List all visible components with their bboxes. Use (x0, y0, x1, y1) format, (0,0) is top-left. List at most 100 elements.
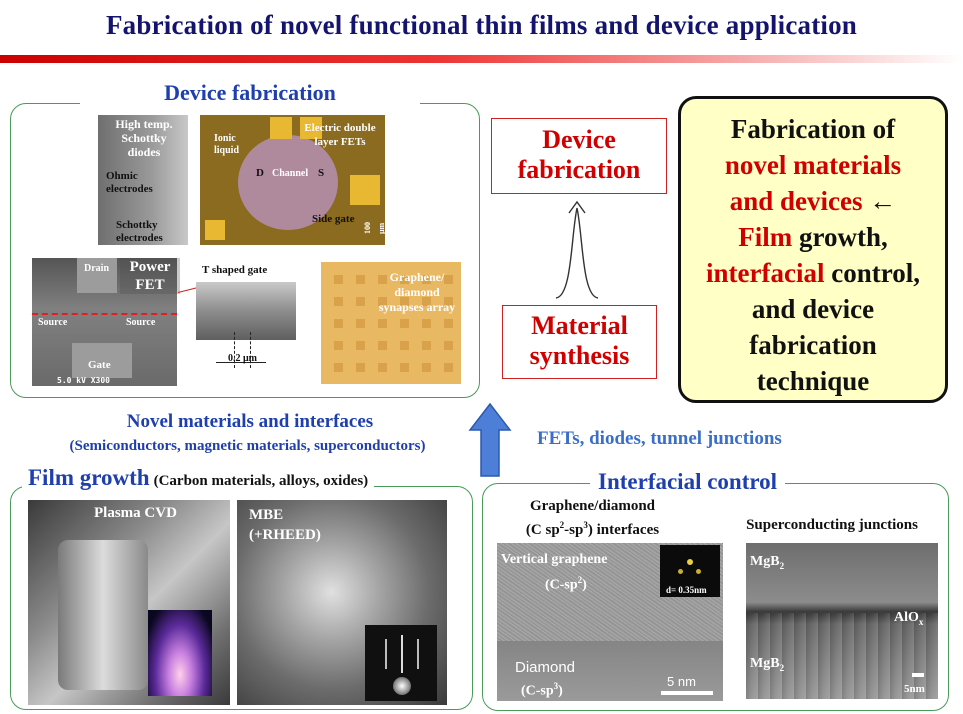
source-right-label: Source (126, 317, 156, 328)
v2b: 2 (577, 575, 583, 585)
graphene-tem-photo: Vertical graphene (C-sp2) d= 0.35nm Diam… (497, 543, 723, 701)
power-fet-sem-photo: Drain Source Source Gate 5.0 kV X300 (32, 258, 177, 386)
grain-texture (746, 613, 938, 699)
side-gate-label: Side gate (312, 213, 355, 225)
cut-line (32, 313, 177, 315)
summary-line-4: Film growth, (681, 219, 945, 255)
title-underline (0, 55, 963, 63)
drain-label: Drain (84, 263, 109, 274)
summary-line-2: novel materials (724, 150, 902, 180)
superconducting-tem-photo: MgB2 AlOx MgB2 5nm (746, 543, 938, 699)
source-s-label: S (318, 167, 325, 179)
gt-b: 2 (559, 520, 565, 530)
superconducting-title: Superconducting junctions (746, 517, 918, 533)
ionic-liquid-label: Ionic liquid (214, 133, 240, 156)
gt-a: (C sp (525, 522, 560, 538)
gate-label: Gate (88, 359, 111, 371)
novel-materials-text: Novel materials and interfaces (126, 411, 374, 432)
device-fabrication-header: Device fabrication (80, 79, 420, 107)
diffraction-spot (696, 569, 701, 574)
source-left-label: Source (38, 317, 68, 328)
film-growth-sub: (Carbon materials, alloys, oxides) (153, 473, 369, 489)
page-title: Fabrication of novel functional thin fil… (105, 10, 858, 40)
dim-arrow (216, 362, 266, 363)
device-fabrication-box: Device fabrication (491, 118, 667, 194)
rheed-spot (393, 677, 411, 695)
sem-info-label: 5.0 kV X300 (57, 376, 110, 385)
gt-e: ) interfaces (587, 522, 660, 538)
peak-arrow-icon (555, 200, 599, 299)
plasma-cvd-photo: Plasma CVD (28, 500, 230, 705)
graphene-interfaces-title: (C sp2-sp3) interfaces (495, 516, 690, 539)
graphene-diamond-title: Graphene/diamond (529, 498, 656, 514)
d2a: (C-sp (521, 683, 554, 699)
up-arrow-icon (468, 402, 512, 477)
t-gate-figure: T shaped gate 0.2 μm (196, 262, 304, 382)
schottky-diode-label: High temp. Schottky diodes (115, 117, 173, 159)
csp3-label: (C-sp3) (521, 679, 563, 699)
synapse-array-label: Graphene/ diamond synapses array (378, 270, 456, 314)
ionic-liquid-droplet (238, 135, 338, 230)
cvd-chamber (58, 540, 148, 690)
material-classes-text: (Semiconductors, magnetic materials, sup… (69, 438, 426, 454)
t-gate-scale: 0.2 μm (228, 353, 257, 364)
gold-pad (300, 117, 322, 139)
rheed-label: (+RHEED) (249, 527, 321, 543)
mbe-photo: MBE (+RHEED) (237, 500, 447, 705)
mbe-label: MBE (249, 507, 284, 523)
plasma-glow-photo (148, 610, 212, 696)
t-gate-label: T shaped gate (202, 264, 268, 276)
ax-a: AlO (894, 610, 919, 625)
fets-diodes-text: FETs, diodes, tunnel junctions (537, 428, 782, 449)
scale-bar-1 (661, 691, 713, 695)
summary-line-8: technique (756, 366, 870, 396)
gold-pad (350, 175, 380, 205)
edl-scale-label: 100 μm (363, 222, 385, 234)
dim-line-left (234, 332, 235, 368)
material-synthesis-box: Material synthesis (502, 305, 657, 379)
scale-bar-2 (912, 673, 924, 677)
channel-label: Channel (272, 168, 309, 179)
scale-1-label: 5 nm (667, 674, 696, 689)
drain-region (77, 258, 117, 293)
mt-b: 2 (779, 560, 785, 571)
diamond-label: Diamond (515, 659, 576, 676)
alox-label: AlOx (894, 611, 923, 629)
summary-arrow: ← (862, 186, 897, 216)
csp2-label: (C-sp2) (545, 573, 587, 593)
summary-line-7: fabrication (749, 330, 877, 360)
diffraction-spot (687, 559, 693, 565)
mb-a: MgB (750, 656, 780, 671)
summary-growth: growth, (792, 222, 888, 252)
summary-interfacial: interfacial (706, 258, 825, 288)
plasma-cvd-label: Plasma CVD (94, 505, 177, 521)
synapse-array-photo: Graphene/ diamond synapses array (321, 262, 461, 384)
summary-line-6: and device (751, 294, 875, 324)
gate-region (72, 343, 132, 378)
d-spacing-label: d= 0.35nm (666, 585, 707, 595)
mgb2-top-label: MgB2 (750, 555, 784, 573)
mt-a: MgB (750, 554, 780, 569)
edl-fet-label: Electric double layer FETs (304, 122, 376, 148)
rheed-streak (417, 639, 419, 669)
dim-line-right (250, 332, 251, 368)
d2c: ) (558, 683, 563, 699)
diffraction-spot (678, 569, 683, 574)
v2c: ) (582, 577, 587, 593)
ohmic-electrodes-label: Ohmic electrodes (106, 170, 153, 195)
v2a: (C-sp (545, 577, 578, 593)
drain-d-label: D (256, 167, 264, 179)
mgb2-bottom-label: MgB2 (750, 657, 784, 675)
synapse-grid (321, 262, 461, 384)
rheed-streak (401, 635, 403, 673)
power-fet-label: Power FET (120, 258, 180, 294)
gt-d: 3 (583, 520, 588, 530)
summary-box: Fabrication of novel materials and devic… (678, 96, 948, 403)
schottky-electrodes-label: Schottky electrodes (116, 219, 163, 244)
summary-line-5: interfacial control, (681, 255, 945, 291)
rheed-pattern-photo (365, 625, 437, 701)
gold-pad (270, 117, 292, 139)
interfacial-control-header: Interfacial control (590, 468, 786, 496)
gold-pad (205, 220, 225, 240)
diffraction-inset: d= 0.35nm (660, 545, 720, 597)
